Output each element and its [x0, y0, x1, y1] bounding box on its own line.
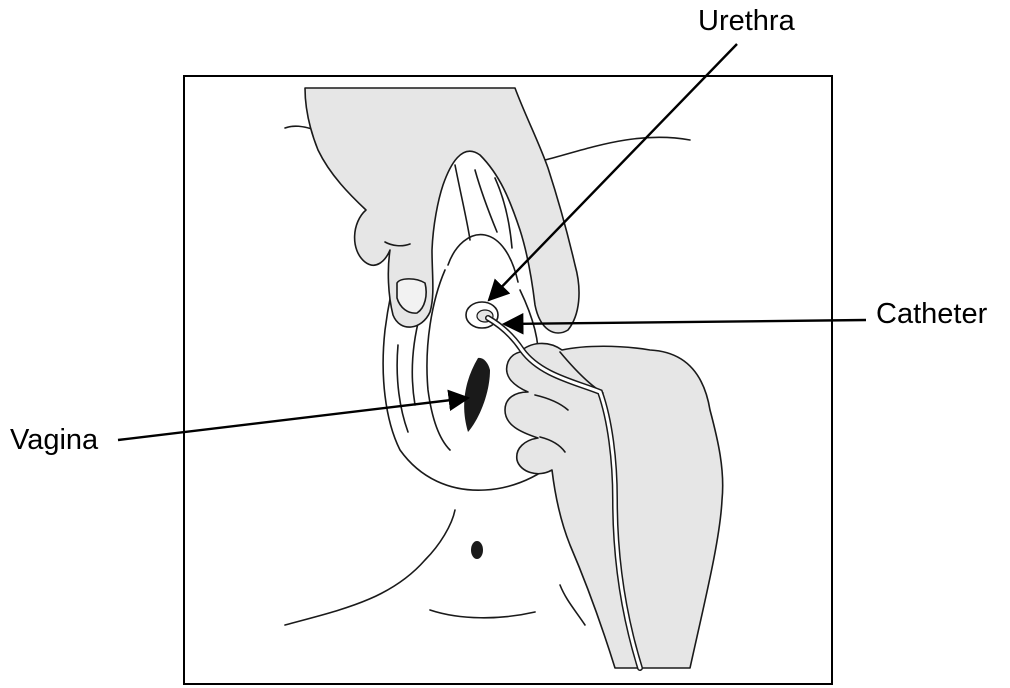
vagina-label: Vagina — [10, 424, 99, 456]
urethra-label: Urethra — [698, 5, 796, 37]
catheter-label: Catheter — [876, 298, 988, 330]
anus — [471, 541, 483, 559]
